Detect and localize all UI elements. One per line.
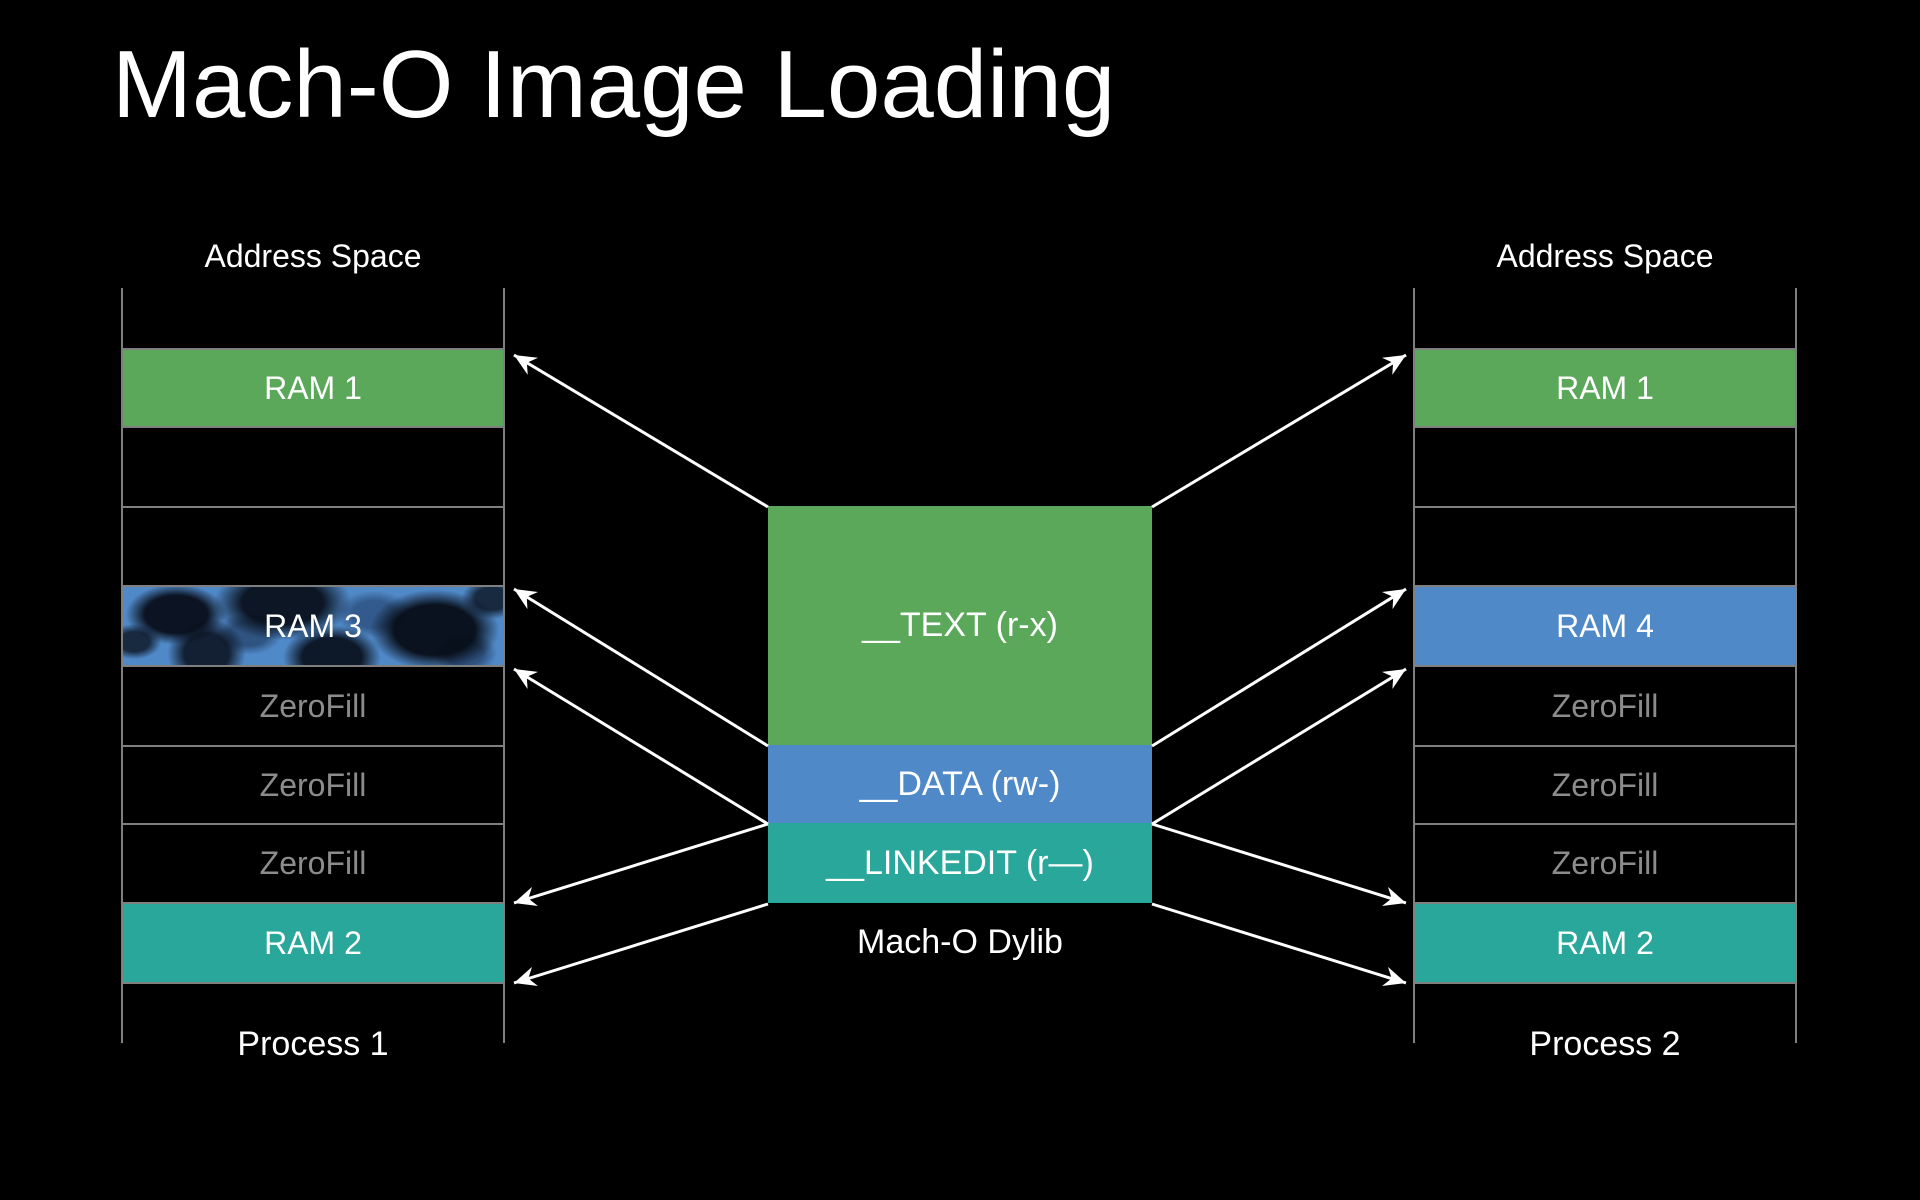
memory-row-label: RAM 1 [264, 369, 362, 406]
memory-row-zerofill: ZeroFill [123, 665, 503, 745]
dylib-segment-data: __DATA (rw-) [768, 745, 1152, 823]
dylib-segment-label: __TEXT (r-x) [862, 606, 1058, 644]
memory-row-ram-4: RAM 4 [1415, 585, 1795, 665]
memory-row-ram-2: RAM 2 [1415, 902, 1795, 982]
memory-row-label: RAM 3 [264, 607, 362, 644]
process-2-label: Process 2 [1529, 1025, 1681, 1063]
memory-row-zerofill: ZeroFill [1415, 745, 1795, 823]
arrow-linkedit-top-to-left-ram2-top [513, 822, 769, 907]
dylib-segment-label: __LINKEDIT (r—) [826, 843, 1094, 882]
arrow-data-top-to-right-ram4-top [1151, 587, 1407, 748]
right-address-space-header: Address Space [1496, 238, 1714, 274]
memory-row-empty [123, 506, 503, 585]
memory-row-ram-3: RAM 3 [123, 585, 503, 665]
memory-row-empty [1415, 982, 1795, 1043]
left-address-space-header: Address Space [204, 238, 422, 274]
process-1-label: Process 1 [237, 1025, 389, 1063]
memory-row-zerofill: ZeroFill [1415, 823, 1795, 902]
memory-row-label: RAM 4 [1556, 607, 1654, 644]
arrow-linkedit-bottom-to-right-ram2-bottom [1151, 902, 1407, 987]
memory-row-label: ZeroFill [1551, 766, 1659, 803]
arrow-text-to-right-ram1 [1151, 353, 1407, 509]
memory-row-empty [1415, 288, 1795, 348]
arrow-text-to-left-ram1 [513, 353, 769, 509]
memory-row-empty [123, 982, 503, 1043]
memory-row-label: ZeroFill [1551, 845, 1659, 881]
memory-row-empty [1415, 506, 1795, 585]
memory-row-zerofill: ZeroFill [123, 745, 503, 823]
memory-row-label: ZeroFill [259, 687, 367, 724]
memory-row-label: RAM 1 [1556, 369, 1654, 406]
memory-row-label: ZeroFill [259, 766, 367, 803]
arrow-data-bottom-to-left-ram3-bottom [513, 667, 769, 826]
memory-row-empty [123, 288, 503, 348]
arrow-linkedit-bottom-to-left-ram2-bottom [513, 902, 769, 987]
dylib-segment-label: __DATA (rw-) [859, 764, 1061, 803]
memory-row-ram-2: RAM 2 [123, 902, 503, 982]
arrow-data-top-to-left-ram3-top [513, 587, 769, 748]
arrow-linkedit-top-to-right-ram2-top [1151, 822, 1407, 907]
dylib-segment-text: __TEXT (r-x) [768, 506, 1152, 745]
memory-row-ram-1: RAM 1 [123, 348, 503, 426]
memory-row-empty [1415, 426, 1795, 506]
mach-o-dylib-stack: __TEXT (r-x) __DATA (rw-) __LINKEDIT (r—) [768, 506, 1152, 903]
dylib-segment-linkedit: __LINKEDIT (r—) [768, 823, 1152, 903]
slide-title: Mach-O Image Loading [112, 31, 1116, 138]
memory-row-empty [123, 426, 503, 506]
memory-row-label: RAM 2 [1556, 924, 1654, 961]
arrow-data-bottom-to-right-ram4-bottom [1151, 667, 1407, 826]
memory-row-label: ZeroFill [1551, 687, 1659, 724]
mach-o-dylib-label: Mach-O Dylib [857, 923, 1063, 961]
memory-row-zerofill: ZeroFill [1415, 665, 1795, 745]
memory-row-label: RAM 2 [264, 924, 362, 961]
memory-row-label: ZeroFill [259, 845, 367, 881]
memory-row-zerofill: ZeroFill [123, 823, 503, 902]
memory-row-ram-1: RAM 1 [1415, 348, 1795, 426]
